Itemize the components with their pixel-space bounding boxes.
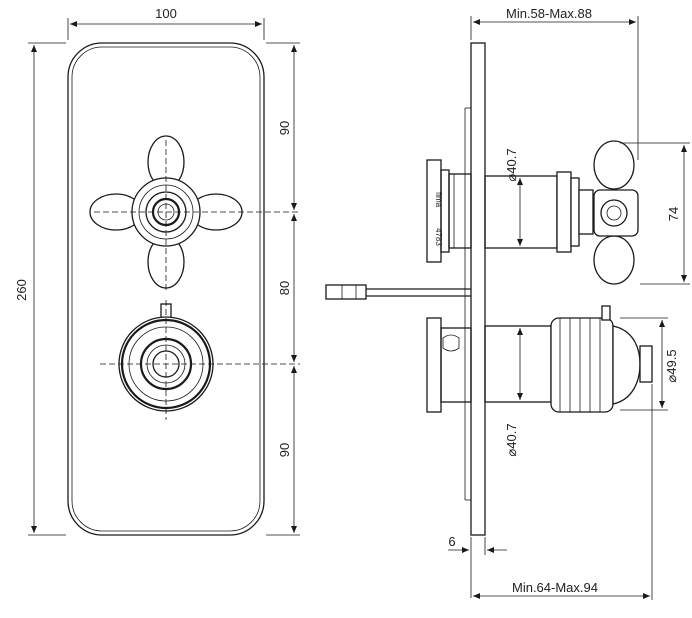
side-view: fima 4783 — [325, 6, 690, 600]
flange-marking-1: fima — [434, 192, 443, 208]
dim-dia-upper: ⌀40.7 — [504, 148, 519, 181]
dim-depth-dial: Min.64-Max.94 — [512, 580, 598, 595]
side-cross-handle — [593, 140, 639, 285]
lower-sleeve — [484, 325, 552, 403]
cover-plate-inner — [71, 46, 261, 532]
dim-depth-handle: Min.58-Max.88 — [506, 6, 592, 21]
dim-top-to-handle: 90 — [277, 121, 292, 135]
upper-sleeve — [484, 175, 558, 249]
dim-dia-dial: ⌀49.5 — [664, 349, 679, 382]
dim-plate-width: 100 — [155, 6, 177, 21]
side-plate — [470, 42, 486, 536]
cover-plate-outer — [67, 42, 265, 536]
dim-dia-lower: ⌀40.7 — [504, 423, 519, 456]
front-view: 100 260 90 80 90 — [14, 6, 300, 536]
dim-handle-height: 74 — [666, 207, 681, 221]
dim-plate-thickness: 6 — [448, 534, 455, 549]
dim-handle-to-dial: 80 — [277, 281, 292, 295]
side-dial — [550, 305, 653, 413]
dim-plate-height: 260 — [14, 279, 29, 301]
flange-marking-2: 4783 — [434, 228, 443, 246]
dim-dial-to-bottom: 90 — [277, 443, 292, 457]
